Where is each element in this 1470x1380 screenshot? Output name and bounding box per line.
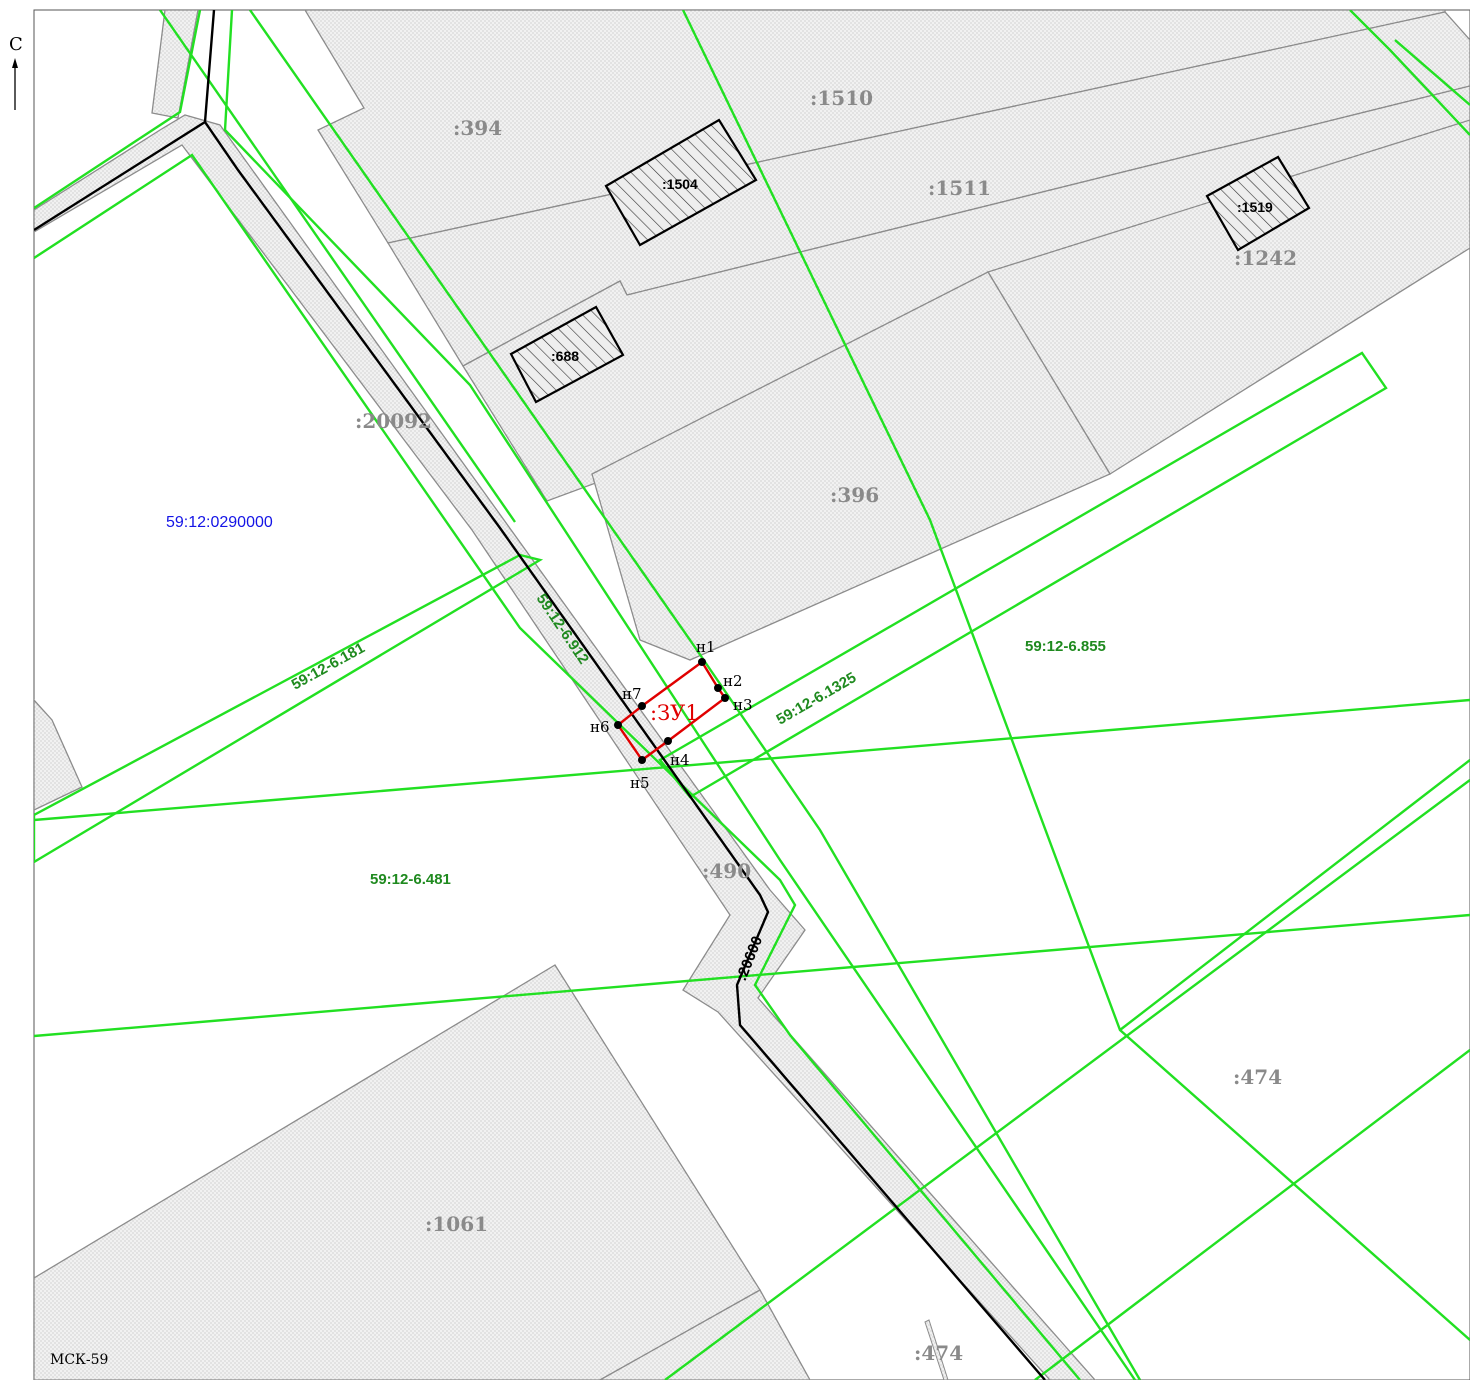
north-letter: С <box>9 34 23 55</box>
point-n7-marker <box>638 702 646 710</box>
cadastral-quarter-label: 59:12:0290000 <box>166 514 273 531</box>
parcel-label-1510: :1510 <box>810 86 873 110</box>
road-corridor <box>34 114 1096 1380</box>
coordinate-system-label: МСК-59 <box>50 1352 108 1368</box>
point-label-n3: н3 <box>733 696 753 714</box>
building-688 <box>509 305 625 404</box>
parcel-strip-left <box>34 699 83 811</box>
zone-6-912-boundary-a <box>159 10 516 523</box>
parcel-label-394: :394 <box>453 116 502 140</box>
zone-6-481-edge-a <box>34 698 1470 822</box>
point-label-n6: н6 <box>590 718 610 736</box>
building-label-1519: :1519 <box>1237 199 1273 215</box>
zone-line-e <box>249 10 1142 1380</box>
buildings-layer <box>509 118 1311 404</box>
building-label-1504: :1504 <box>662 176 698 192</box>
zone-6-912-boundary-d <box>223 10 1136 1380</box>
point-n3-marker <box>721 694 729 702</box>
zones-layer <box>34 10 1470 1380</box>
parcel-label-1061: :1061 <box>425 1212 488 1236</box>
zone-6-181-boundary <box>34 553 544 864</box>
zone-6-481-edge-b <box>34 913 1470 1038</box>
zone-line-f <box>1119 759 1470 1031</box>
road-axis-20600-main <box>204 121 1046 1380</box>
zone-6-912-boundary-c <box>34 10 202 210</box>
zone-line-i <box>1349 10 1470 136</box>
zone-line-g <box>664 779 1470 1380</box>
zone-6-912-boundary-b <box>34 153 1081 1380</box>
point-n4-marker <box>664 737 672 745</box>
parcel-label-490: :490 <box>702 859 751 883</box>
point-label-n2: н2 <box>723 672 743 690</box>
parcel-label-1242: :1242 <box>1234 246 1297 270</box>
building-label-688: :688 <box>551 348 579 364</box>
parcel-label-1511: :1511 <box>928 176 991 200</box>
plot-label-zu1: :ЗУ1 <box>650 701 699 725</box>
point-n2-marker <box>714 684 722 692</box>
map-content: :394 :1510 :1511 :1242 :396 :20092 :490 … <box>34 10 1470 1380</box>
zone-label-6-855: 59:12-6.855 <box>1025 638 1106 655</box>
point-n5-marker <box>638 756 646 764</box>
north-arrow: С <box>9 34 23 110</box>
parcel-label-474: :474 <box>1233 1065 1282 1089</box>
parcel-label-474-bottom: :474 <box>914 1341 963 1365</box>
parcel-label-396: :396 <box>830 483 879 507</box>
north-arrow-icon <box>12 58 18 68</box>
point-label-n4: н4 <box>670 751 690 769</box>
parcels-layer <box>34 10 1470 1380</box>
parcel-strip-top <box>151 10 199 119</box>
point-label-n7: н7 <box>622 685 642 703</box>
point-n6-marker <box>614 721 622 729</box>
parcel-label-20092: :20092 <box>355 409 432 433</box>
zone-6-855-boundary <box>681 10 1470 1341</box>
zone-label-6-481: 59:12-6.481 <box>370 871 451 888</box>
point-label-n5: н5 <box>630 774 650 792</box>
zone-line-h <box>1034 1049 1470 1380</box>
building-1504 <box>604 118 758 247</box>
point-label-n1: н1 <box>696 638 716 656</box>
parcel-396 <box>591 271 1111 661</box>
parcel-474-sliver <box>924 1319 949 1380</box>
building-1519 <box>1205 155 1311 252</box>
plot-points <box>614 658 729 764</box>
point-n1-marker <box>698 658 706 666</box>
zone-line-j <box>1394 39 1470 106</box>
